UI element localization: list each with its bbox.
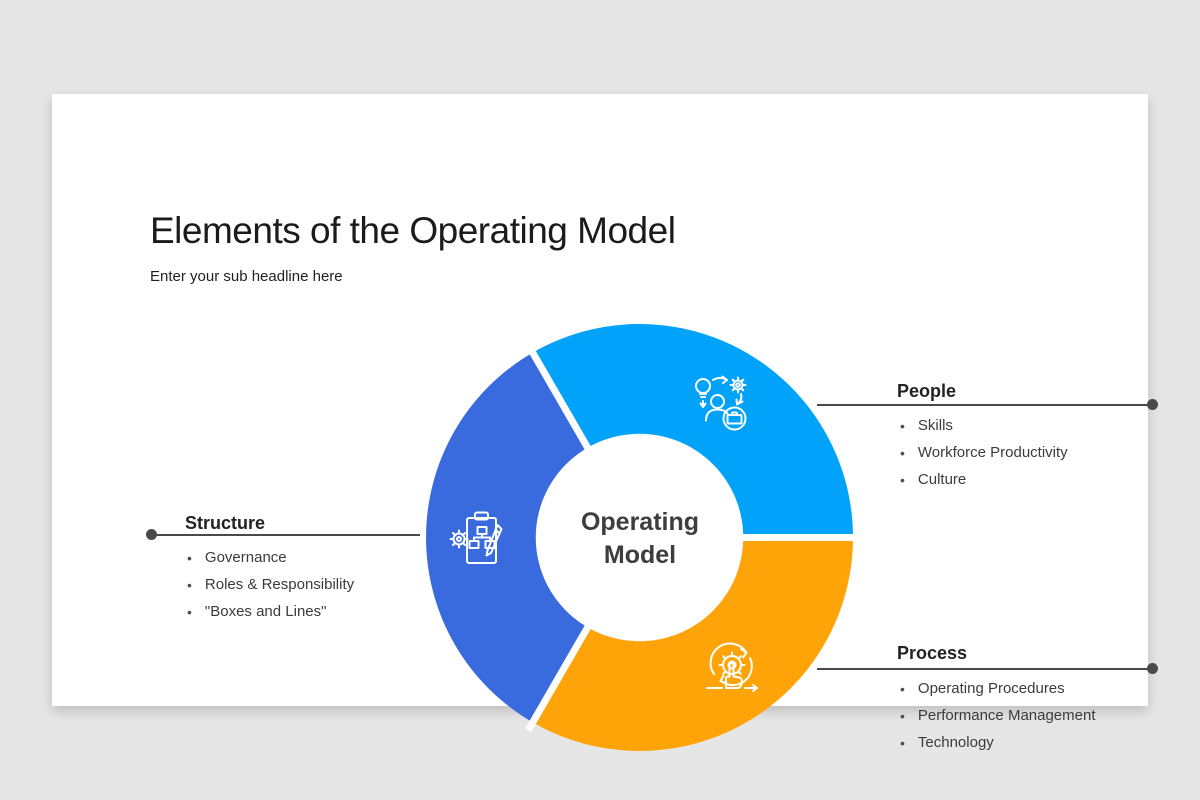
slide-title: Elements of the Operating Model xyxy=(150,210,676,251)
connector-line-structure xyxy=(152,534,420,536)
list-item: Operating Procedures xyxy=(898,675,1096,702)
section-list-process: Operating Procedures Performance Managem… xyxy=(898,675,1096,756)
idea-gear-person-briefcase-icon xyxy=(689,373,753,437)
slide-card: Elements of the Operating Model Enter yo… xyxy=(52,94,1158,751)
section-heading-people: People xyxy=(897,381,957,401)
list-item: Culture xyxy=(898,466,1068,493)
segment-process xyxy=(532,537,853,751)
connector-dot-people xyxy=(1147,399,1158,410)
list-item: "Boxes and Lines" xyxy=(185,598,354,625)
list-item: Performance Management xyxy=(898,702,1096,729)
list-item: Roles & Responsibility xyxy=(185,571,354,598)
list-item: Workforce Productivity xyxy=(898,439,1068,466)
list-item: Skills xyxy=(898,412,1068,439)
connector-line-people xyxy=(817,404,1153,406)
connector-line-process xyxy=(817,668,1153,670)
connector-dot-process xyxy=(1147,663,1158,674)
section-heading-process: Process xyxy=(897,643,968,663)
donut-center-hole xyxy=(535,433,744,642)
list-item: Governance xyxy=(185,544,354,571)
slide-subtitle: Enter your sub headline here xyxy=(150,268,343,285)
connector-dot-structure xyxy=(146,529,157,540)
gear-hand-cycle-arrow-icon xyxy=(701,638,765,702)
section-heading-structure: Structure xyxy=(185,513,266,533)
segment-people xyxy=(532,324,853,538)
clipboard-orgchart-gear-pencil-icon xyxy=(448,508,512,572)
donut-diagram xyxy=(426,324,858,751)
donut-center-label: Operating Model xyxy=(580,508,700,569)
section-list-structure: Governance Roles & Responsibility "Boxes… xyxy=(185,544,354,625)
segment-structure xyxy=(426,352,588,723)
list-item: Technology xyxy=(898,729,1096,756)
section-list-people: Skills Workforce Productivity Culture xyxy=(898,412,1068,493)
